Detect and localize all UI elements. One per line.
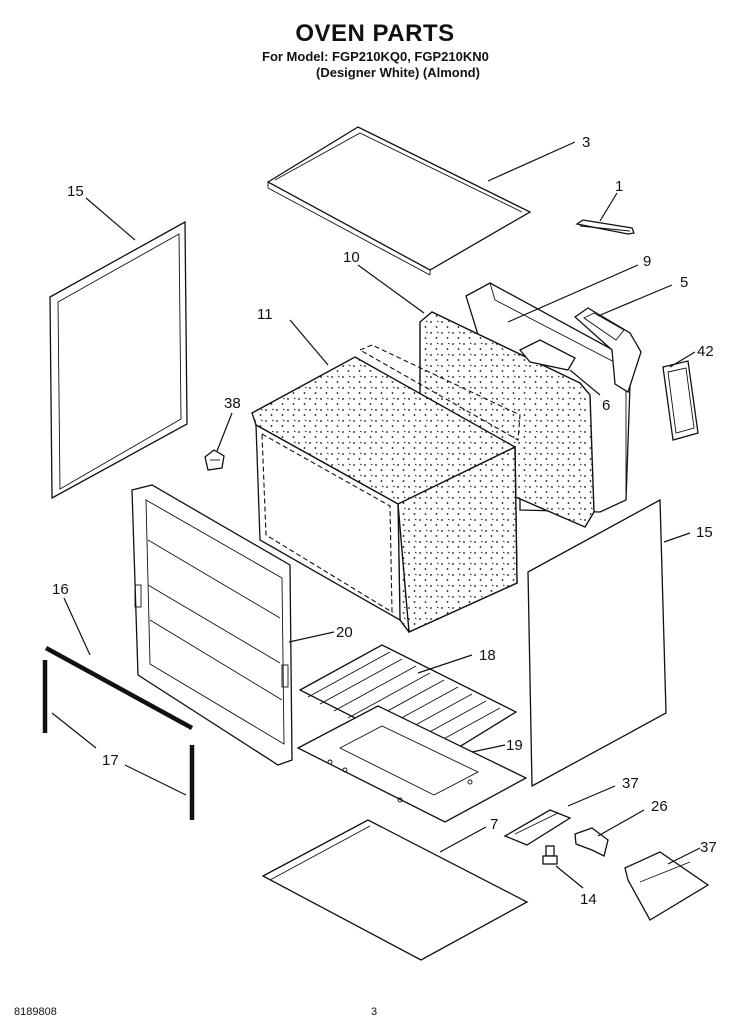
door-frame-part — [131, 484, 293, 766]
callout-10: 10 — [343, 249, 360, 266]
callout-6: 6 — [602, 397, 610, 414]
rod-part — [575, 219, 635, 235]
callout-26: 26 — [651, 798, 668, 815]
right-side-panel-part — [527, 498, 667, 788]
bracket-part-upper — [503, 809, 572, 846]
page-number: 3 — [371, 1006, 378, 1018]
side-trim-strips-part — [42, 660, 195, 820]
screw-part — [542, 845, 558, 865]
callout-16: 16 — [52, 581, 69, 598]
doc-number: 8189808 — [14, 1006, 57, 1018]
callout-15-left: 15 — [67, 183, 84, 200]
gasket-piece-part — [518, 339, 576, 371]
bracket-part-lower — [624, 851, 710, 921]
oven-cavity-insulation-part — [251, 344, 521, 634]
callout-14: 14 — [580, 891, 597, 908]
callout-15-right: 15 — [696, 524, 713, 541]
trim-strip-part — [44, 646, 194, 730]
callout-11: 11 — [257, 306, 273, 323]
vent-cover-part — [573, 307, 642, 393]
oven-bottom-panel-part — [296, 705, 528, 823]
callout-1: 1 — [615, 178, 623, 195]
callout-38: 38 — [224, 395, 241, 412]
top-panel-part — [266, 126, 532, 276]
lower-panel-part — [261, 819, 529, 961]
callout-5: 5 — [680, 274, 688, 291]
callout-37-upper: 37 — [622, 775, 639, 792]
model-line: For Model: FGP210KQ0, FGP210KN0 — [262, 49, 489, 64]
callout-42: 42 — [697, 343, 714, 360]
leader-lines — [51, 141, 701, 889]
callout-17: 17 — [102, 752, 119, 769]
callout-3: 3 — [582, 134, 590, 151]
bracket-part-26 — [574, 827, 609, 857]
variant-line: (Designer White) (Almond) — [316, 65, 480, 80]
callout-7: 7 — [490, 816, 498, 833]
page-title: OVEN PARTS — [295, 20, 455, 47]
left-side-panel-part — [49, 220, 188, 500]
callout-37-lower: 37 — [700, 839, 717, 856]
callout-20: 20 — [336, 624, 353, 641]
callout-19: 19 — [506, 737, 523, 754]
clip-part — [204, 449, 225, 471]
callout-18: 18 — [479, 647, 496, 664]
callout-9: 9 — [643, 253, 651, 270]
small-side-panel-part — [662, 360, 699, 441]
